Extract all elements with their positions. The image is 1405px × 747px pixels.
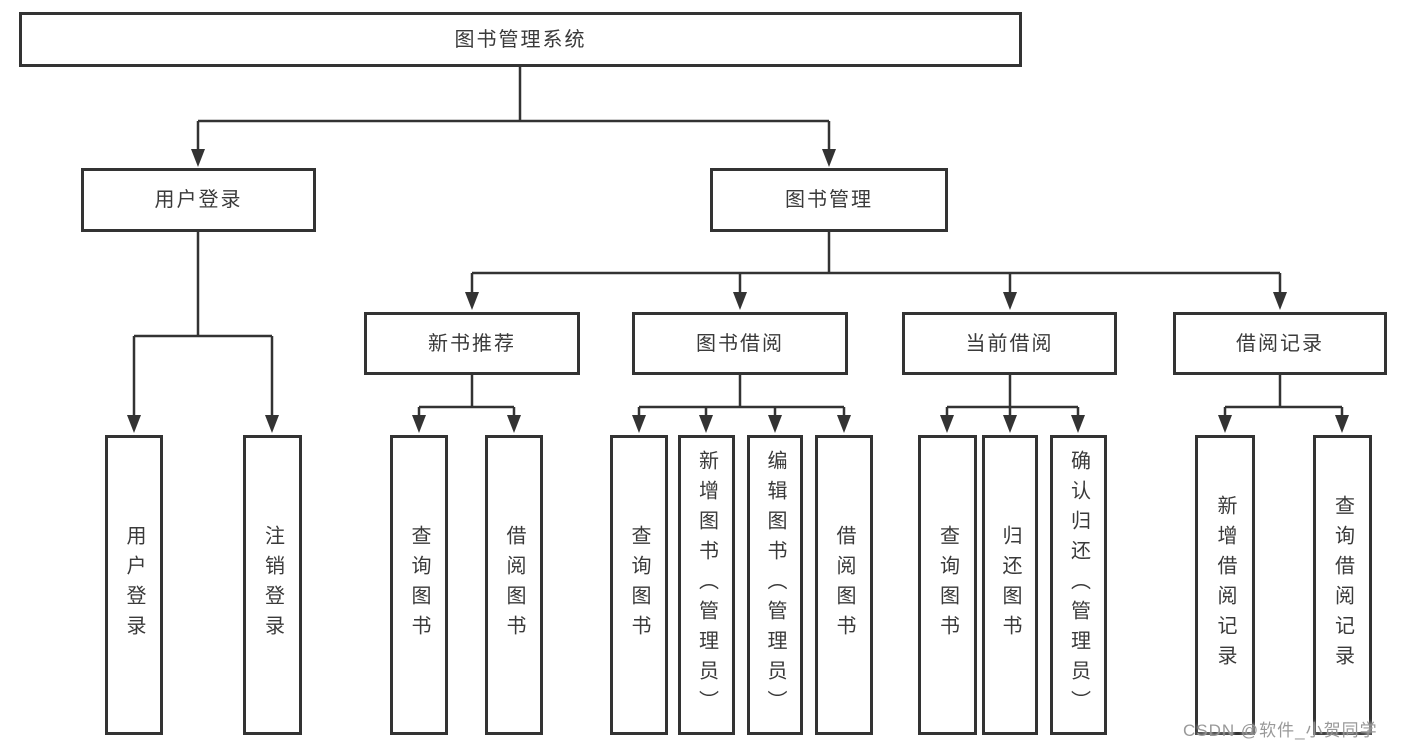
leaf-borrow-books-1: 借阅图书	[485, 435, 543, 735]
arrowhead-icon	[699, 415, 713, 433]
arrowhead-icon	[733, 292, 747, 310]
leaf-label: 新增图书（管理员）	[695, 450, 718, 720]
arrowhead-icon	[1003, 415, 1017, 433]
node-label: 图书借阅	[696, 332, 784, 355]
arrowhead-icon	[412, 415, 426, 433]
leaf-return-books: 归还图书	[982, 435, 1038, 735]
leaf-label: 用户登录	[123, 525, 145, 645]
arrowheads-group	[127, 149, 1349, 433]
csdn-watermark: CSDN @软件_小贺同学	[1183, 721, 1378, 740]
arrowhead-icon	[822, 149, 836, 167]
leaf-label: 新增借阅记录	[1214, 495, 1236, 675]
leaf-add-books-admin: 新增图书（管理员）	[678, 435, 735, 735]
node-current-borrowing: 当前借阅	[902, 312, 1117, 375]
leaf-label: 查询图书	[408, 525, 430, 645]
arrowhead-icon	[1003, 292, 1017, 310]
arrowhead-icon	[1335, 415, 1349, 433]
arrowhead-icon	[191, 149, 205, 167]
leaf-query-books-1: 查询图书	[390, 435, 448, 735]
leaf-label: 归还图书	[999, 525, 1021, 645]
node-label: 当前借阅	[965, 332, 1054, 355]
leaf-query-books-3: 查询图书	[918, 435, 977, 735]
leaf-label: 查询图书	[628, 525, 650, 645]
leaf-label: 编辑图书（管理员）	[764, 450, 786, 720]
arrowhead-icon	[265, 415, 279, 433]
arrowhead-icon	[1218, 415, 1232, 433]
node-book-management: 图书管理	[710, 168, 948, 232]
arrowhead-icon	[632, 415, 646, 433]
leaf-label: 查询图书	[936, 525, 959, 645]
leaf-label: 借阅图书	[503, 525, 525, 645]
leaf-add-borrow-record: 新增借阅记录	[1195, 435, 1255, 735]
node-library-management-system: 图书管理系统	[19, 12, 1022, 67]
leaf-query-books-2: 查询图书	[610, 435, 668, 735]
arrowhead-icon	[1071, 415, 1085, 433]
leaf-confirm-return-admin: 确认归还（管理员）	[1050, 435, 1107, 735]
leaf-query-borrow-record: 查询借阅记录	[1313, 435, 1372, 735]
node-label: 新书推荐	[428, 332, 516, 355]
leaf-label: 确认归还（管理员）	[1067, 450, 1090, 720]
node-label: 借阅记录	[1236, 332, 1324, 355]
arrowhead-icon	[465, 292, 479, 310]
leaf-user-login: 用户登录	[105, 435, 163, 735]
arrowhead-icon	[837, 415, 851, 433]
leaf-borrow-books-2: 借阅图书	[815, 435, 873, 735]
leaf-label: 查询借阅记录	[1331, 495, 1354, 675]
arrowhead-icon	[940, 415, 954, 433]
node-label: 用户登录	[154, 189, 243, 211]
leaf-label: 注销登录	[261, 525, 284, 645]
leaf-edit-books-admin: 编辑图书（管理员）	[747, 435, 803, 735]
connector-lines	[132, 67, 1344, 418]
node-user-login: 用户登录	[81, 168, 316, 232]
node-borrowing-records: 借阅记录	[1173, 312, 1387, 375]
node-new-book-recommendation: 新书推荐	[364, 312, 580, 375]
leaf-label: 借阅图书	[833, 525, 855, 645]
node-book-borrowing: 图书借阅	[632, 312, 848, 375]
arrowhead-icon	[768, 415, 782, 433]
arrowhead-icon	[127, 415, 141, 433]
node-label: 图书管理	[785, 189, 873, 211]
arrowhead-icon	[507, 415, 521, 433]
leaf-logout: 注销登录	[243, 435, 302, 735]
arrowhead-icon	[1273, 292, 1287, 310]
node-label: 图书管理系统	[454, 28, 587, 51]
